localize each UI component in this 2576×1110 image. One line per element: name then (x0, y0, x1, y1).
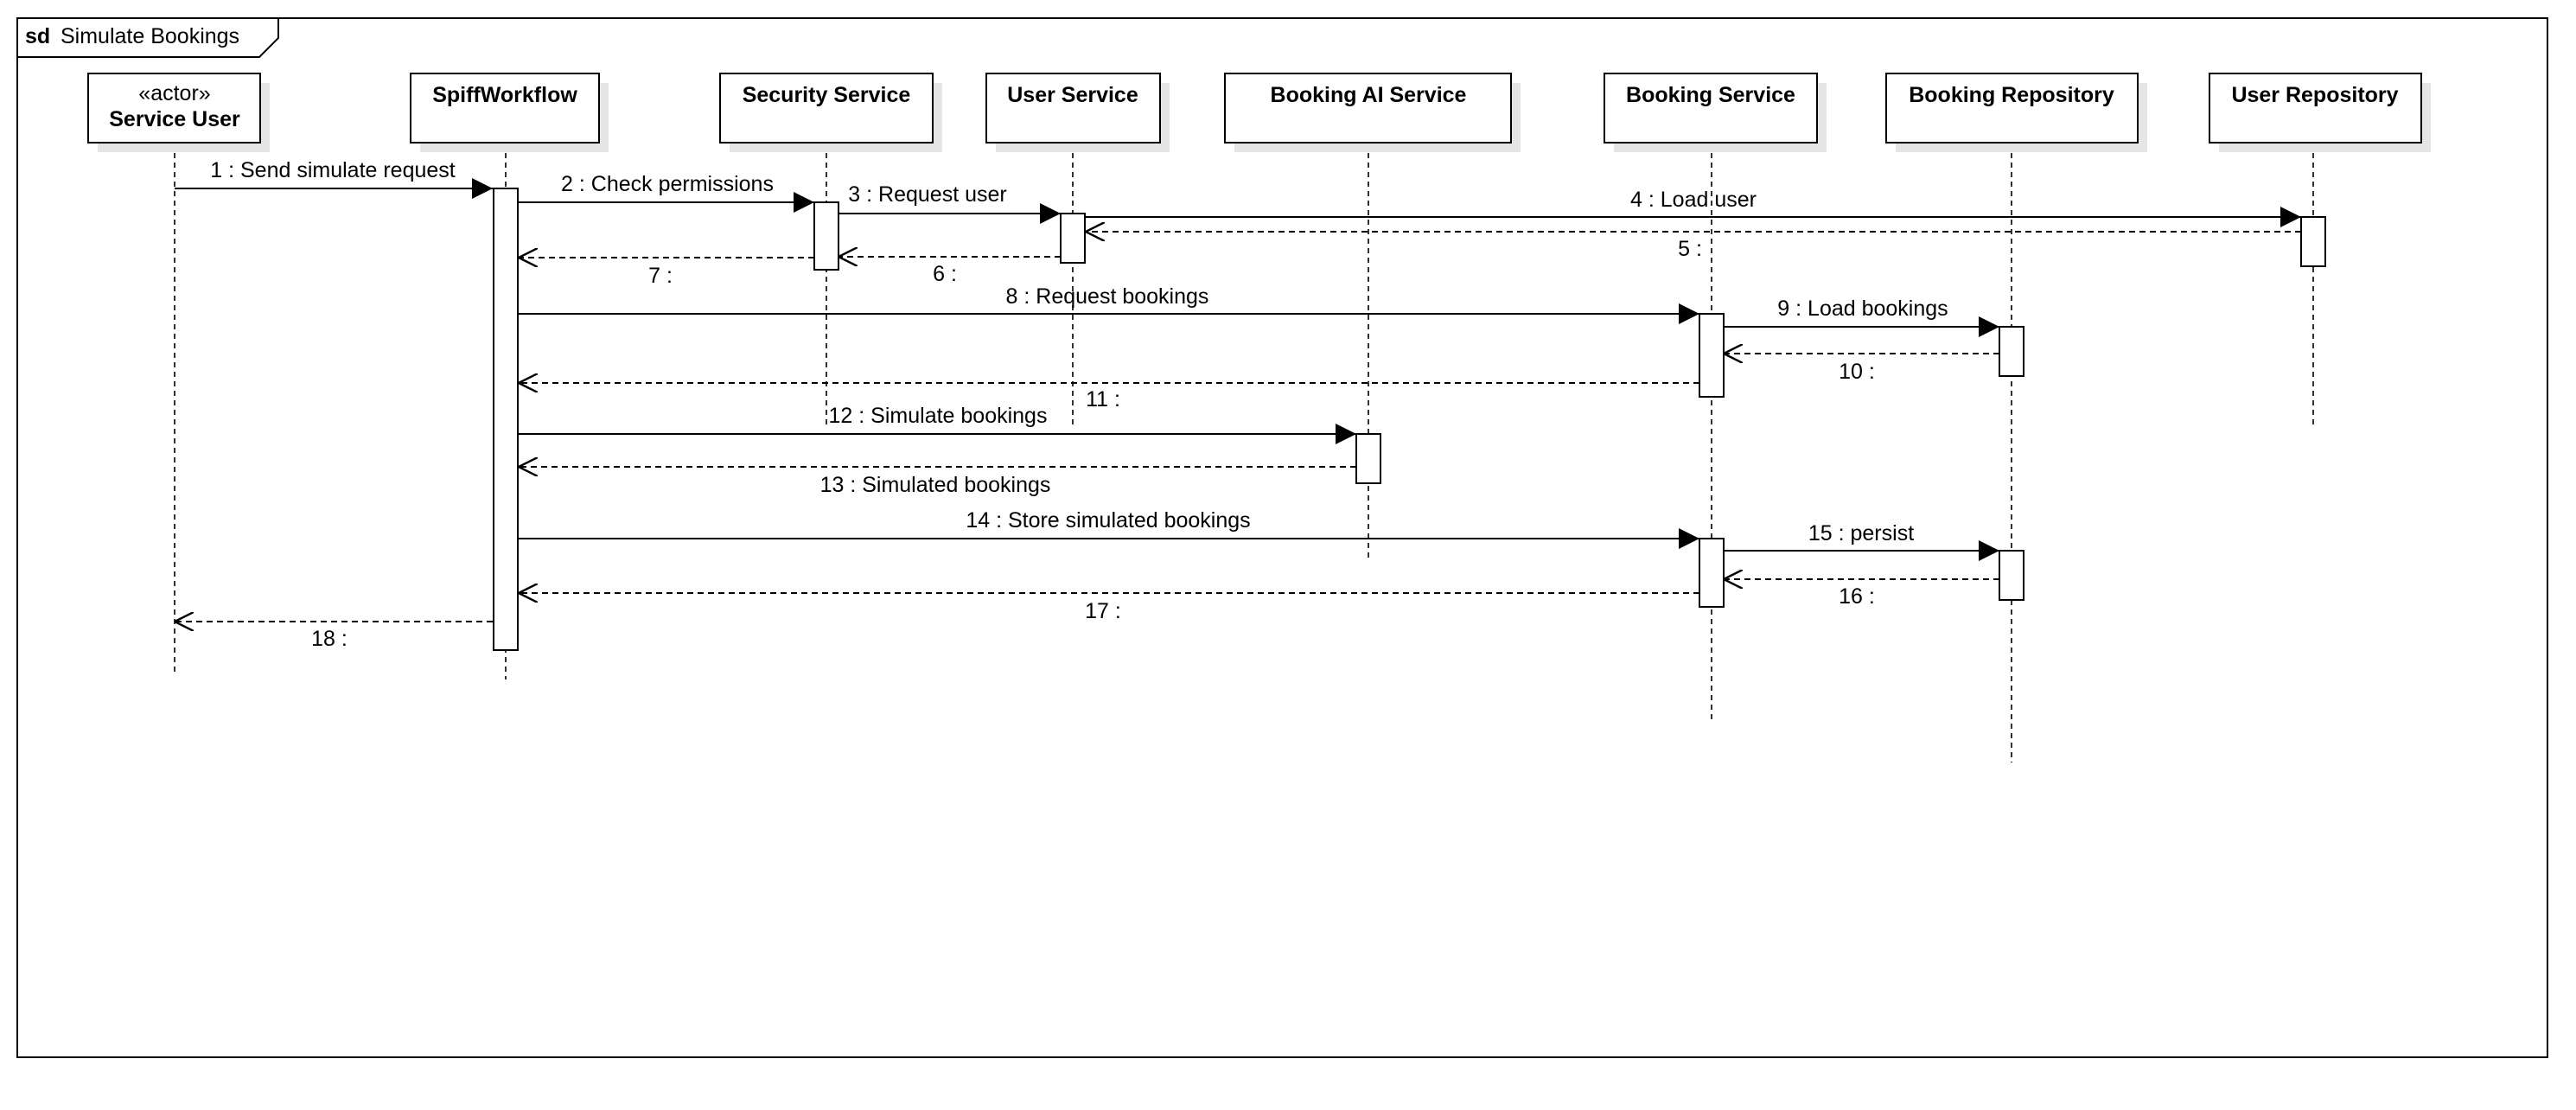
message-5-label: 5 : (1678, 237, 1702, 261)
lifeline-name: Booking AI Service (1271, 83, 1467, 107)
lifeline-head-box (2209, 73, 2422, 144)
lifeline-head-box (1885, 73, 2139, 144)
lifeline-head-user-repository: User Repository (2209, 73, 2431, 152)
message-3-label: 3 : Request user (848, 182, 1006, 207)
activation-spiff-workflow (493, 188, 519, 651)
lifeline-name: User Repository (2231, 83, 2398, 107)
frame-title: Simulate Bookings (61, 24, 239, 48)
message-17-label: 17 : (1085, 599, 1121, 623)
lifeline-name: Booking Service (1626, 83, 1795, 107)
lifeline-head-booking-ai-service: Booking AI Service (1224, 73, 1521, 152)
message-7-label: 7 : (648, 264, 673, 288)
frame-name-tab (16, 17, 279, 58)
message-4-label: 4 : Load user (1630, 188, 1757, 212)
activation-booking-ai-service (1355, 433, 1381, 484)
lifeline-head-box (1224, 73, 1512, 144)
lifeline-name: Service User (109, 107, 240, 131)
lifeline-head-booking-repository: Booking Repository (1885, 73, 2147, 152)
activation-booking-service-2 (1699, 538, 1725, 608)
activation-user-service (1060, 213, 1086, 264)
lifeline-head-box (985, 73, 1161, 144)
activation-booking-repository-1 (1999, 326, 2024, 377)
lifeline-head-user-service: User Service (985, 73, 1170, 152)
message-14-label: 14 : Store simulated bookings (966, 508, 1250, 533)
activation-user-repository (2300, 216, 2326, 267)
lifeline-heads: «actor» Service User SpiffWorkflow Secur… (87, 73, 2431, 152)
message-arrows (175, 178, 2301, 622)
lifeline-head-box (410, 73, 600, 144)
lifeline-head-service-user: «actor» Service User (87, 73, 270, 152)
message-6-label: 6 : (933, 262, 957, 286)
message-11-label: 11 : (1086, 387, 1120, 411)
message-1-label: 1 : Send simulate request (210, 158, 456, 182)
message-16-label: 16 : (1839, 584, 1875, 609)
message-12-label: 12 : Simulate bookings (829, 404, 1048, 428)
activation-booking-service-1 (1699, 313, 1725, 398)
lifeline-name: User Service (1007, 83, 1138, 107)
lifeline-head-booking-service: Booking Service (1604, 73, 1827, 152)
activation-bars (493, 188, 2326, 651)
message-15-label: 15 : persist (1808, 521, 1914, 545)
actor-stereotype: «actor» (138, 81, 210, 105)
lifeline-head-box (1604, 73, 1818, 144)
lifeline-name: Security Service (743, 83, 911, 107)
message-10-label: 10 : (1839, 360, 1875, 384)
frame-keyword: sd (25, 24, 50, 48)
message-9-label: 9 : Load bookings (1777, 297, 1948, 321)
message-8-label: 8 : Request bookings (1006, 284, 1209, 309)
lifeline-head-spiff-workflow: SpiffWorkflow (410, 73, 609, 152)
message-13-label: 13 : Simulated bookings (820, 473, 1051, 497)
lifeline-name: SpiffWorkflow (432, 83, 577, 107)
lifeline-head-box (87, 73, 261, 144)
message-2-label: 2 : Check permissions (561, 172, 774, 196)
message-labels: 1 : Send simulate request 2 : Check perm… (210, 158, 1948, 651)
activation-security-service (813, 201, 839, 271)
lifeline-name: Booking Repository (1909, 83, 2114, 107)
message-18-label: 18 : (311, 627, 348, 651)
lifeline-head-box (719, 73, 934, 144)
frame-border (16, 17, 2548, 1058)
activation-booking-repository-2 (1999, 550, 2024, 601)
interaction-frame: sd Simulate Bookings (16, 17, 2548, 1058)
lifeline-head-security-service: Security Service (719, 73, 942, 152)
